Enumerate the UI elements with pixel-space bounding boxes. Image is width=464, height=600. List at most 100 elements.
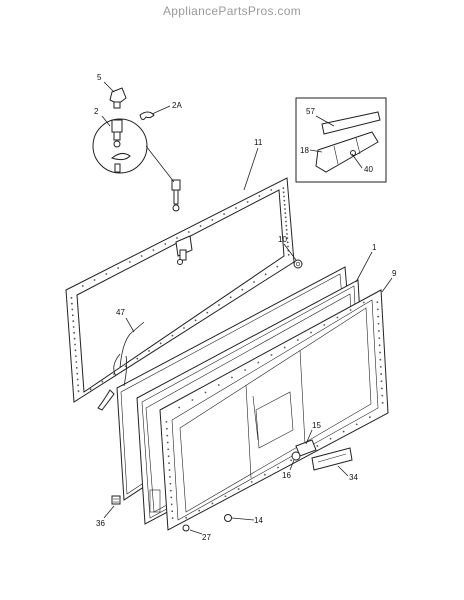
callout-34: 34: [349, 473, 358, 482]
rivet-dot: [166, 441, 169, 444]
callout-10: 10: [278, 235, 287, 244]
rivet-dot: [140, 255, 143, 257]
rivet-dot: [229, 296, 232, 299]
rivet-dot: [89, 388, 92, 391]
callout-11: 11: [254, 138, 263, 147]
rivet-dot: [286, 237, 289, 240]
callout-1: 1: [372, 243, 377, 252]
rivet-dot: [257, 361, 260, 364]
rivet-dot: [223, 213, 226, 215]
washer[interactable]: [182, 524, 190, 532]
rivet-dot: [191, 399, 194, 401]
handle-inset-box: [295, 97, 387, 183]
rivet-dot: [206, 311, 209, 314]
rivet-dot: [310, 331, 312, 334]
rivet-dot: [287, 253, 290, 256]
rivet-dot: [101, 380, 104, 383]
rivet-dot: [323, 324, 326, 326]
rivet-dot: [355, 423, 358, 426]
rivet-dot: [342, 430, 345, 433]
rivet-dot: [185, 516, 188, 519]
plug-button[interactable]: [293, 259, 303, 269]
rivet-dot: [284, 212, 287, 215]
rivet-dot: [70, 302, 73, 305]
rivet-dot: [377, 315, 380, 318]
rivet-dot: [167, 455, 170, 458]
rivet-dot: [237, 488, 240, 490]
rivet-dot: [76, 378, 79, 381]
rivet-dot: [176, 237, 178, 239]
serial-label[interactable]: [111, 495, 121, 505]
wire-harness[interactable]: [97, 321, 145, 411]
handle-cap[interactable]: [321, 111, 381, 135]
rivet-dot: [168, 469, 171, 471]
rivet-dot: [77, 390, 80, 393]
rivet-dot: [284, 216, 287, 219]
hinge-slot: [149, 489, 161, 513]
rivet-dot: [283, 346, 286, 349]
hinge-assembly-detail[interactable]: [92, 118, 148, 174]
rivet-dot: [73, 331, 76, 334]
rivet-dot: [276, 265, 279, 268]
callout-36: 36: [96, 519, 105, 528]
rivet-dot: [285, 228, 288, 231]
rivet-dot: [164, 243, 167, 245]
door-front-frame[interactable]: [159, 289, 389, 531]
rivet-dot: [381, 401, 384, 404]
rivet-dot: [72, 320, 75, 323]
rivet-dot: [218, 304, 220, 306]
rivet-dot: [71, 308, 74, 311]
rivet-dot: [336, 316, 339, 319]
rivet-dot: [368, 416, 371, 419]
rivet-dot: [117, 267, 120, 269]
rivet-dot: [282, 187, 285, 190]
rivet-dot: [171, 517, 174, 520]
rivet-dot: [296, 339, 299, 341]
rivet-dot: [73, 337, 76, 340]
callout-14: 14: [254, 516, 263, 525]
rivet-dot: [168, 462, 170, 465]
rivet-dot: [250, 480, 253, 483]
rivet-dot: [76, 372, 79, 375]
callout-5: 5: [97, 73, 102, 82]
hinge-bracket[interactable]: [175, 235, 193, 265]
rivet-dot: [277, 466, 279, 469]
callout-18: 18: [300, 146, 309, 155]
rivet-dot: [287, 245, 289, 248]
rivet-dot: [128, 261, 131, 263]
rivet-dot: [379, 365, 382, 368]
rivet-dot: [377, 330, 380, 332]
lock-key[interactable]: [291, 451, 301, 461]
rivet-dot: [148, 350, 150, 352]
rivet-dot: [74, 343, 76, 346]
rivet-dot: [283, 195, 285, 198]
callout-2: 2: [94, 107, 99, 116]
watermark-text: AppliancePartsPros.com: [163, 4, 301, 18]
rivet-dot: [152, 249, 155, 251]
cam-knob[interactable]: [109, 87, 127, 109]
rivet-dot: [167, 448, 170, 451]
rivet-dot: [379, 358, 382, 361]
rivet-dot: [290, 459, 293, 462]
rivet-dot: [217, 384, 220, 386]
frame-screw[interactable]: [224, 514, 232, 522]
rivet-dot: [136, 357, 139, 360]
rivet-dot: [283, 199, 286, 202]
rivet-dot: [159, 342, 162, 345]
rivet-dot: [178, 406, 181, 409]
hinge-screw[interactable]: [171, 179, 181, 212]
rivet-dot: [183, 327, 185, 329]
rivet-dot: [270, 354, 273, 356]
rivet-dot: [71, 314, 74, 317]
door-handle[interactable]: [311, 447, 353, 471]
rivet-dot: [74, 349, 77, 352]
handle-base[interactable]: [315, 131, 379, 173]
rivet-dot: [379, 351, 381, 354]
rivet-dot: [349, 309, 352, 311]
rivet-dot: [376, 301, 379, 304]
rivet-dot: [93, 279, 96, 281]
rivet-dot: [316, 445, 319, 447]
rivet-dot: [171, 334, 174, 337]
spring-clip[interactable]: [139, 111, 155, 121]
rivet-dot: [170, 496, 173, 499]
